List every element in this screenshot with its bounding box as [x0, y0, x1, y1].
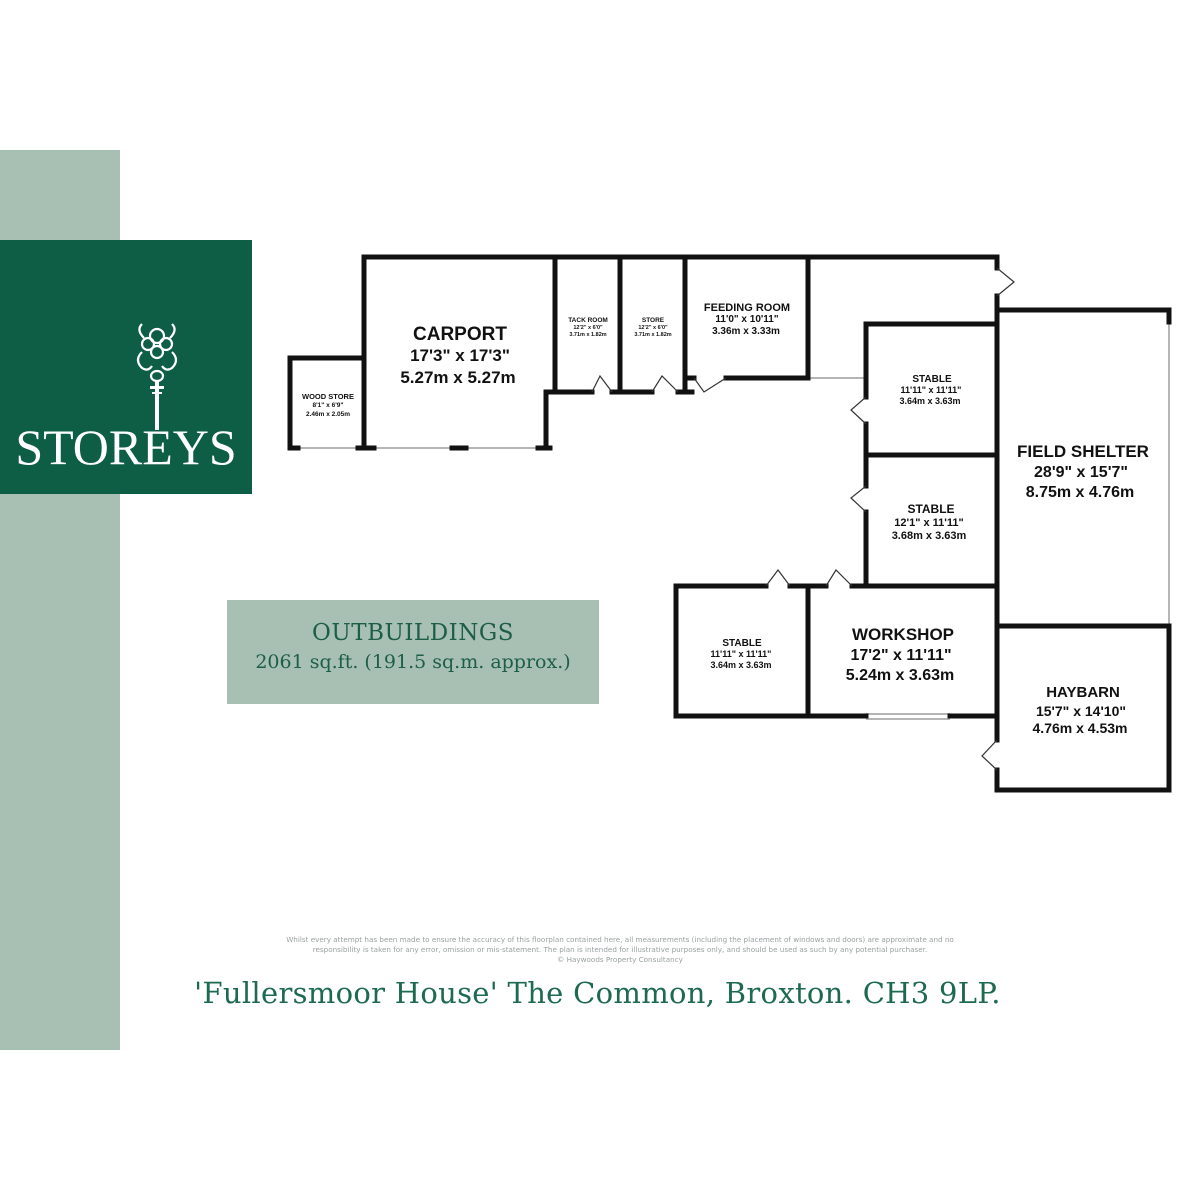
room-name: FIELD SHELTER — [1017, 442, 1149, 461]
room-stable-1: STABLE 11'11" x 11'11" 3.64m x 3.63m — [899, 374, 961, 406]
room-feeding-room: FEEDING ROOM 11'0" x 10'11" 3.36m x 3.33… — [704, 302, 790, 337]
property-address: 'Fullersmoor House' The Common, Broxton.… — [194, 976, 1001, 1010]
room-imperial: 12'2" x 6'0" — [638, 325, 668, 331]
room-metric: 3.71m x 1.82m — [634, 332, 671, 338]
room-imperial: 11'11" x 11'11" — [711, 649, 772, 659]
room-imperial: 12'1" x 11'11" — [894, 517, 964, 529]
room-name: HAYBARN — [1046, 684, 1120, 701]
room-name: TACK ROOM — [568, 317, 608, 324]
room-imperial: 8'1" x 6'9" — [313, 402, 344, 409]
room-name: STORE — [642, 317, 665, 324]
room-tack-room: TACK ROOM 12'2" x 6'0" 3.71m x 1.82m — [568, 317, 608, 338]
room-metric: 5.27m x 5.27m — [400, 368, 515, 387]
brand-logo-panel: STOREYS — [0, 240, 252, 494]
room-name: STABLE — [722, 638, 762, 649]
disclaimer-line: responsibility is taken for any error, o… — [312, 945, 928, 954]
room-metric: 3.71m x 1.82m — [569, 332, 606, 338]
room-metric: 3.64m x 3.63m — [899, 396, 960, 406]
room-store: STORE 12'2" x 6'0" 3.71m x 1.82m — [634, 317, 671, 338]
room-imperial: 15'7" x 14'10" — [1036, 703, 1126, 719]
room-metric: 2.46m x 2.05m — [306, 411, 350, 418]
walls — [287, 254, 1172, 793]
room-metric: 3.64m x 3.63m — [710, 660, 771, 670]
room-imperial: 12'2" x 6'0" — [573, 325, 603, 331]
room-name: STABLE — [912, 374, 952, 385]
room-imperial: 28'9" x 15'7" — [1034, 464, 1128, 481]
room-imperial: 17'3" x 17'3" — [410, 346, 510, 365]
copyright-line: © Haywoods Property Consultancy — [557, 955, 683, 964]
room-name: STABLE — [907, 502, 954, 516]
room-stable-2: STABLE 12'1" x 11'11" 3.68m x 3.63m — [892, 502, 967, 542]
door-swings — [591, 267, 1015, 771]
summary-title: OUTBUILDINGS — [311, 620, 514, 646]
room-name: WOOD STORE — [302, 392, 354, 401]
disclaimer-line: Whilst every attempt has been made to en… — [286, 935, 954, 944]
ornate-key-icon — [136, 323, 178, 430]
room-metric: 8.75m x 4.76m — [1026, 484, 1135, 501]
disclaimer: Whilst every attempt has been made to en… — [250, 935, 990, 965]
room-haybarn: HAYBARN 15'7" x 14'10" 4.76m x 4.53m — [1033, 684, 1128, 736]
room-name: CARPORT — [413, 324, 507, 345]
window-lines — [290, 320, 1170, 720]
room-imperial: 17'2" x 11'11" — [850, 647, 951, 664]
room-name: FEEDING ROOM — [704, 302, 790, 314]
room-imperial: 11'0" x 10'11" — [715, 314, 778, 325]
room-metric: 3.68m x 3.63m — [892, 530, 967, 542]
room-workshop: WORKSHOP 17'2" x 11'11" 5.24m x 3.63m — [846, 625, 955, 684]
room-metric: 4.76m x 4.53m — [1033, 720, 1128, 736]
room-stable-3: STABLE 11'11" x 11'11" 3.64m x 3.63m — [710, 638, 771, 670]
brand-name: STOREYS — [15, 419, 237, 475]
room-metric: 3.36m x 3.33m — [712, 326, 780, 337]
room-name: WORKSHOP — [852, 625, 954, 644]
summary-area: 2061 sq.ft. (191.5 sq.m. approx.) — [255, 651, 571, 674]
room-imperial: 11'11" x 11'11" — [901, 385, 962, 395]
room-metric: 5.24m x 3.63m — [846, 667, 955, 684]
room-carport: CARPORT 17'3" x 17'3" 5.27m x 5.27m — [400, 324, 515, 387]
summary-panel: OUTBUILDINGS 2061 sq.ft. (191.5 sq.m. ap… — [227, 600, 599, 704]
room-field-shelter: FIELD SHELTER 28'9" x 15'7" 8.75m x 4.76… — [1017, 442, 1149, 501]
room-wood-store: WOOD STORE 8'1" x 6'9" 2.46m x 2.05m — [302, 392, 354, 418]
